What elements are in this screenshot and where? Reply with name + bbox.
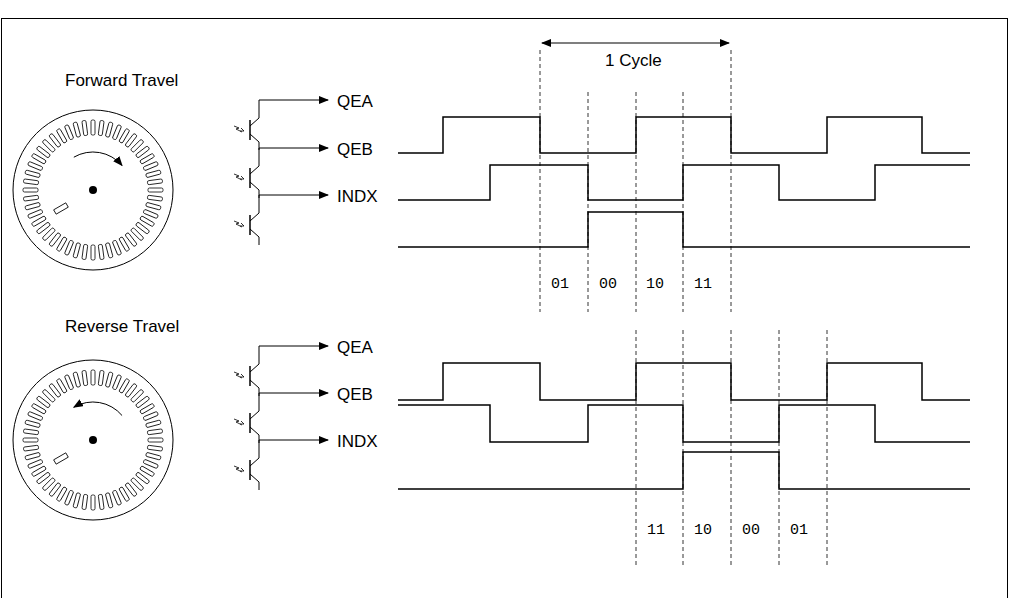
- signal-name: INDX: [337, 433, 378, 450]
- qeb-waveform: [398, 405, 970, 442]
- phototransistor-symbol: [234, 148, 328, 198]
- encoder-disk: [13, 360, 173, 520]
- phototransistor-symbol: [234, 440, 328, 490]
- disk-hub: [89, 186, 97, 194]
- qea-waveform: [398, 363, 970, 400]
- dashed-guide: [731, 50, 732, 312]
- signal-name: QEB: [337, 386, 373, 403]
- qeb-waveform: [398, 165, 970, 200]
- qea-waveform: [398, 117, 970, 153]
- state-code: 01: [790, 523, 808, 538]
- disk-hub: [89, 436, 97, 444]
- state-code: 11: [694, 277, 712, 292]
- encoder-slots: [23, 370, 163, 510]
- state-code: 10: [694, 523, 712, 538]
- state-code: 10: [646, 277, 664, 292]
- section-title: Reverse Travel: [65, 318, 179, 335]
- signal-name: INDX: [337, 188, 378, 205]
- phototransistor-symbol: [234, 346, 328, 396]
- state-code: 00: [599, 277, 617, 292]
- index-slot: [54, 203, 69, 214]
- state-code: 00: [742, 523, 760, 538]
- dashed-guide: [540, 50, 541, 312]
- section-title: Forward Travel: [65, 72, 178, 89]
- phototransistor-symbol: [234, 195, 328, 245]
- cycle-label: 1 Cycle: [603, 52, 664, 69]
- encoder-slots: [23, 120, 163, 260]
- rotation-arrow: [74, 402, 122, 416]
- encoder-disk: [13, 110, 173, 270]
- state-code: 01: [551, 277, 569, 292]
- dashed-guide: [683, 330, 684, 565]
- dashed-guide: [683, 92, 684, 312]
- state-code: 11: [647, 523, 665, 538]
- indx-waveform: [398, 212, 970, 247]
- dashed-guide: [588, 92, 589, 312]
- cycle-arrow: [542, 42, 729, 43]
- signal-name: QEA: [337, 93, 373, 110]
- index-slot: [54, 453, 69, 464]
- phototransistor-symbol: [234, 393, 328, 443]
- rotation-arrow: [74, 152, 122, 166]
- dashed-guide: [779, 330, 780, 565]
- indx-waveform: [398, 452, 970, 489]
- phototransistor-symbol: [234, 100, 328, 150]
- figure-border: [2, 19, 1008, 598]
- signal-name: QEB: [337, 141, 373, 158]
- signal-name: QEA: [337, 339, 373, 356]
